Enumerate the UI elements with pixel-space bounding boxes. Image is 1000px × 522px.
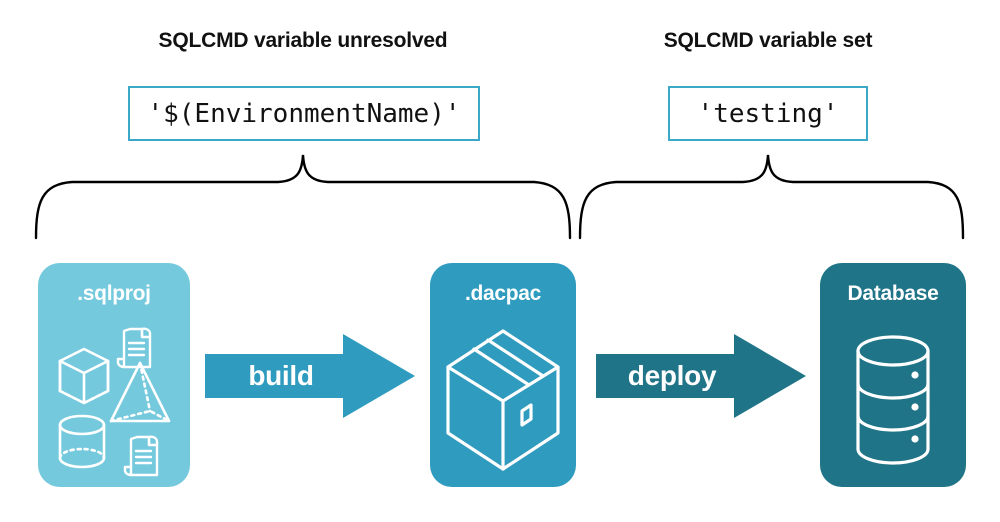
section-title-right: SQLCMD variable set xyxy=(663,29,873,52)
stage-label-sqlproj: .sqlproj xyxy=(77,282,151,305)
stage-box-dacpac: .dacpac xyxy=(430,263,576,487)
stage-box-database: Database xyxy=(820,263,966,487)
arrow-deploy: deploy xyxy=(596,332,808,420)
code-value-box-unresolved: '$(EnvironmentName)' xyxy=(128,86,480,141)
arrow-build-shape xyxy=(205,334,415,418)
stage-box-sqlproj: .sqlproj xyxy=(38,263,190,487)
code-value-box-set: 'testing' xyxy=(668,86,868,141)
database-cylinder-icon xyxy=(856,335,930,465)
wireframe-shapes-icon xyxy=(58,327,171,477)
stage-label-dacpac: .dacpac xyxy=(464,282,542,305)
package-box-icon xyxy=(446,329,560,471)
section-title-left: SQLCMD variable unresolved xyxy=(158,29,448,52)
arrow-build: build xyxy=(205,332,417,420)
brace-right-icon xyxy=(578,154,965,240)
brace-group xyxy=(34,154,965,240)
arrow-deploy-shape xyxy=(596,334,806,418)
brace-left-icon xyxy=(34,154,572,240)
stage-label-database: Database xyxy=(847,282,939,305)
